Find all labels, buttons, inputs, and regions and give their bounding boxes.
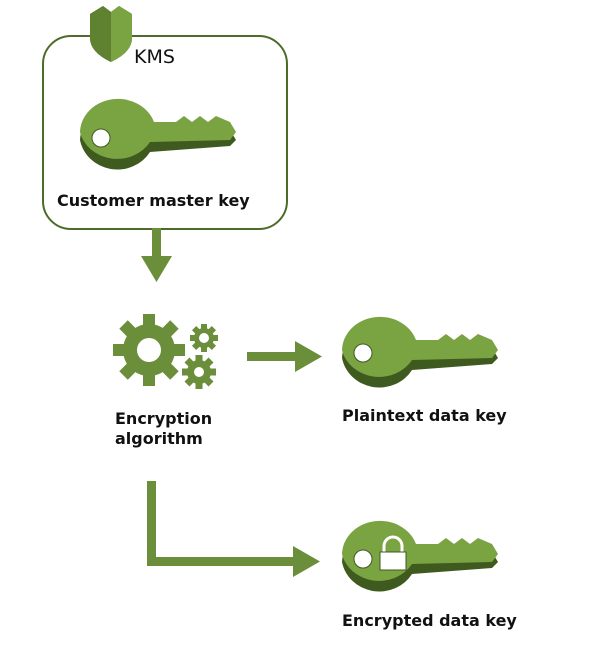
padlock-icon	[379, 535, 407, 571]
encryption-algorithm-line2: algorithm	[115, 429, 203, 448]
kms-label: KMS	[134, 46, 175, 68]
arrow-down	[141, 228, 172, 282]
key-icon	[80, 98, 236, 170]
encryption-algorithm-line1: Encryption	[115, 409, 213, 428]
arrow-l-encrypted	[147, 481, 320, 577]
encryption-algorithm-label: Encryption algorithm	[115, 409, 255, 449]
locked-key-icon	[342, 520, 498, 592]
plaintext-data-key-label: Plaintext data key	[342, 406, 507, 425]
arrow-right-plaintext	[247, 341, 322, 372]
gears-icon	[113, 314, 218, 389]
encrypted-data-key-label: Encrypted data key	[342, 611, 517, 630]
customer-master-key-label: Customer master key	[57, 191, 250, 210]
shield-icon	[90, 6, 132, 62]
key-icon	[342, 316, 498, 388]
